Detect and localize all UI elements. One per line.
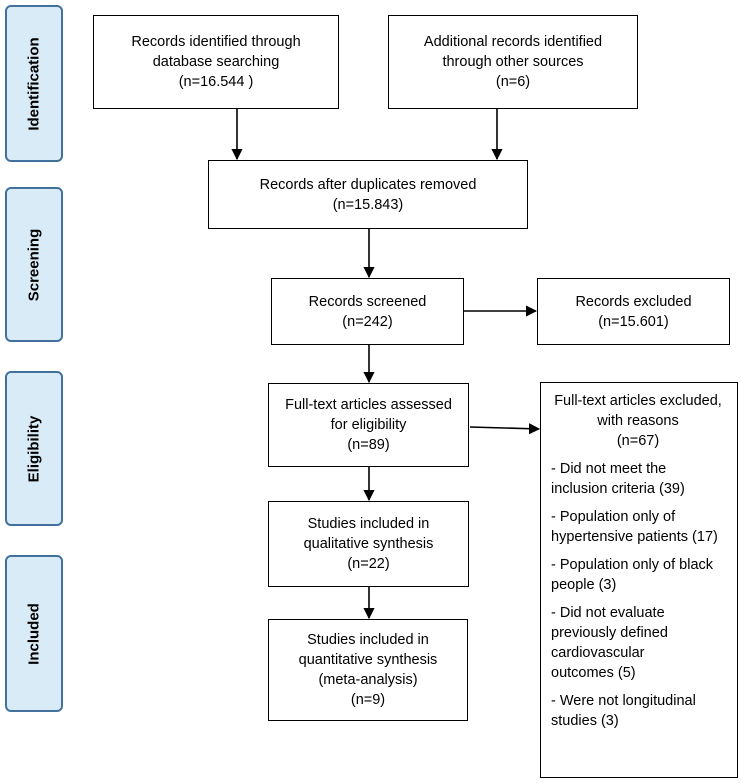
box-database-line-3: (n=16.544 ) [178,74,254,90]
stage-screening: Screening [5,187,63,342]
exclusion-reason: - Population only of black people (3) [551,555,725,595]
stage-identification-label: Identification [25,36,43,131]
box-qualitative-line-3: (n=22) [347,556,390,572]
box-fulltext-line-3: (n=89) [347,437,390,453]
exclusion-reason-line: studies (3) [551,713,619,729]
stage-eligibility-label: Eligibility [25,415,43,482]
box-qualitative-line-2: qualitative synthesis [303,536,434,552]
exclusion-reason-line: cardiovascular [551,645,645,661]
arrow-fulltext-to-excluded [469,423,541,435]
box-duplicates-removed: Records after duplicates removed (n=15.8… [208,160,528,229]
box-screened-line-1: Records screened [308,293,427,310]
fulltext-excluded-header: Full-text articles excluded, with reason… [551,391,725,451]
box-quantitative-synthesis: Studies included in quantitative synthes… [268,619,468,721]
exclusion-reason-line: - Population only of black [551,557,714,573]
fulltext-excluded-header-line-2: with reasons [597,413,679,429]
box-duplicates-line-2: (n=15.843) [332,196,404,213]
exclusion-reason-line: outcomes (5) [551,665,636,681]
box-database-line-1: Records identified through [131,34,301,50]
exclusion-reason-line: previously defined [551,625,668,641]
exclusion-reason: - Did not meet the inclusion criteria (3… [551,459,725,499]
box-excluded-line-1: Records excluded [575,293,692,310]
box-fulltext-assessed: Full-text articles assessed for eligibil… [268,383,469,467]
box-records-excluded: Records excluded (n=15.601) [537,278,730,345]
exclusion-reason: - Were not longitudinal studies (3) [551,691,725,731]
box-records-screened: Records screened (n=242) [271,278,464,345]
box-qualitative-synthesis: Studies included in qualitative synthesi… [268,501,469,587]
exclusion-reason-line: people (3) [551,577,617,593]
box-quantitative-line-3: (meta-analysis) [318,672,418,688]
box-screened-line-2: (n=242) [342,313,393,330]
box-duplicates-line-1: Records after duplicates removed [259,176,477,193]
box-quantitative-line-2: quantitative synthesis [298,652,438,668]
stage-identification: Identification [5,5,63,162]
box-other-sources-line-1: Additional records identified [423,34,603,50]
box-fulltext-excluded: Full-text articles excluded, with reason… [540,382,738,778]
stage-eligibility: Eligibility [5,371,63,526]
exclusion-reason-line: hypertensive patients (17) [551,529,718,545]
box-other-sources-line-2: through other sources [442,54,584,70]
box-qualitative-line-1: Studies included in [307,516,430,532]
box-fulltext-line-1: Full-text articles assessed [285,397,452,413]
box-quantitative-line-1: Studies included in [307,632,429,648]
stage-screening-label: Screening [25,228,43,301]
exclusion-reason: - Population only of hypertensive patien… [551,507,725,547]
box-database-records: Records identified through database sear… [93,15,339,109]
stage-included-label: Included [25,602,43,665]
box-excluded-line-2: (n=15.601) [598,313,669,330]
exclusion-reason-line: - Did not meet the [551,461,667,477]
exclusion-reason-line: - Did not evaluate [551,605,665,621]
box-fulltext-line-2: for eligibility [330,417,407,433]
box-database-line-2: database searching [152,54,280,70]
exclusion-reason-line: - Were not longitudinal [551,693,696,709]
exclusion-reason-line: inclusion criteria (39) [551,481,685,497]
box-quantitative-line-4: (n=9) [350,692,386,708]
box-other-sources-line-3: (n=6) [495,74,531,90]
fulltext-excluded-header-line-1: Full-text articles excluded, [554,393,722,409]
stage-included: Included [5,555,63,712]
box-other-sources: Additional records identified through ot… [388,15,638,109]
exclusion-reason-line: - Population only of [551,509,676,525]
exclusion-reason: - Did not evaluate previously defined ca… [551,603,725,683]
fulltext-excluded-header-line-3: (n=67) [616,433,660,449]
